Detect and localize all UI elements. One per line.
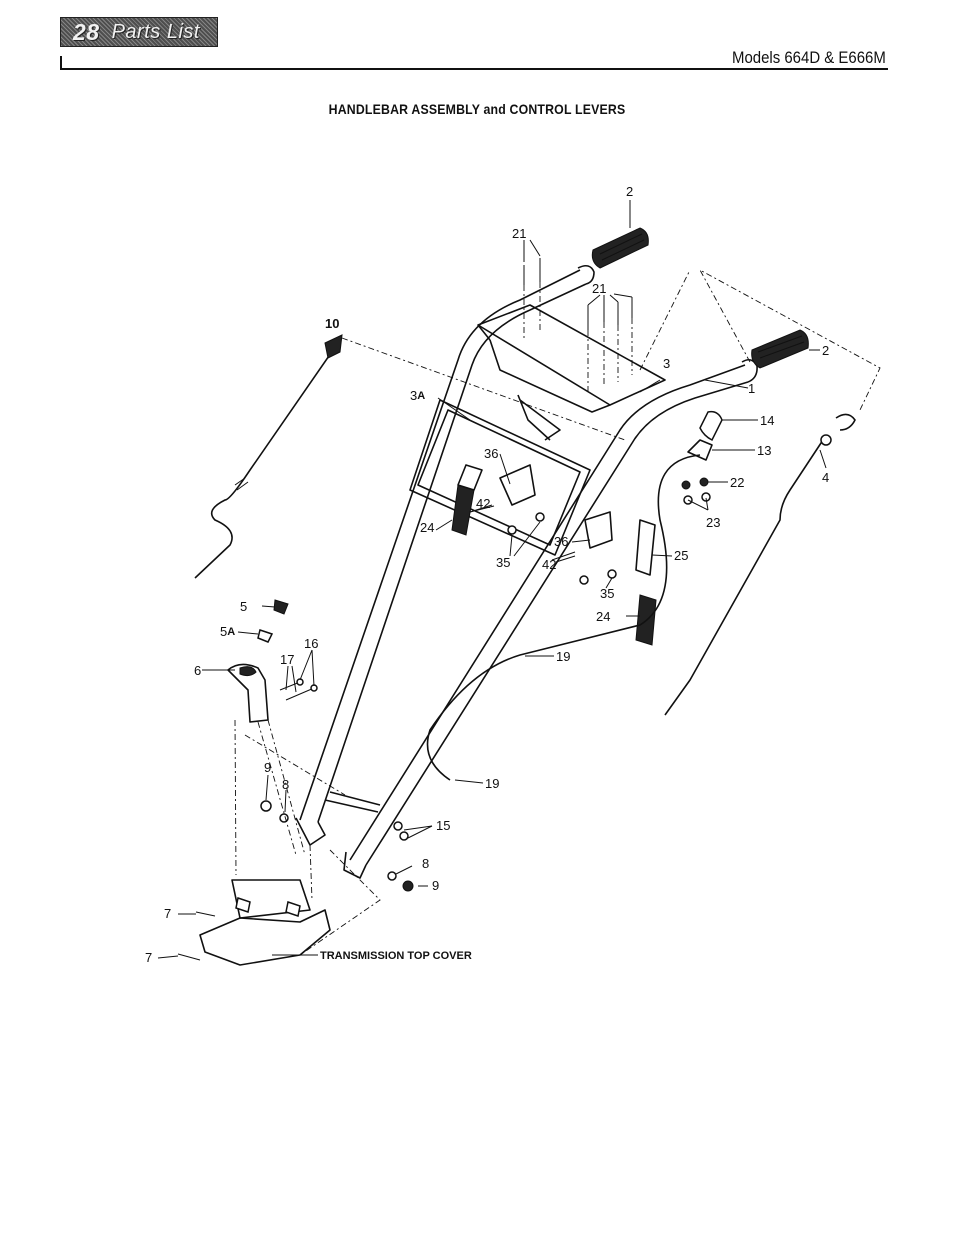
callout-21-mid: 21 (592, 281, 606, 296)
callout-15: 15 (436, 818, 450, 833)
callout-13: 13 (757, 443, 771, 458)
callout-14: 14 (760, 413, 774, 428)
cable-19 (426, 454, 701, 781)
section-name: Parts List (111, 20, 200, 43)
lever-25 (635, 519, 656, 576)
grip-left-2 (591, 227, 649, 269)
transmission-top-cover-label: TRANSMISSION TOP COVER (320, 950, 472, 962)
callout-5: 5 (240, 599, 247, 614)
header-rule (60, 68, 888, 70)
callout-10: 10 (325, 316, 339, 331)
cable-10 (194, 334, 343, 579)
callout-42-right: 42 (542, 557, 556, 572)
callout-36-right: 36 (554, 534, 568, 549)
cable-4 (664, 413, 856, 716)
header-rule-tick (60, 56, 62, 70)
callout-8-right: 8 (422, 856, 429, 871)
leader-lines (157, 200, 827, 959)
callout-9-left: 9 (264, 760, 271, 775)
brackets-36 (499, 464, 613, 549)
callout-35-left: 35 (496, 555, 510, 570)
page-number: 28 (73, 18, 100, 45)
callout-36-left: 36 (484, 446, 498, 461)
bracket-6 (227, 599, 318, 723)
callout-25: 25 (674, 548, 688, 563)
callout-5a: 5A (220, 624, 235, 639)
control-panel-3a (409, 394, 591, 556)
bolts-21 (523, 258, 633, 395)
callout-6: 6 (194, 663, 201, 678)
callout-2-top: 2 (626, 184, 633, 199)
hardware-8-9-15 (260, 800, 414, 892)
callout-24-right: 24 (596, 609, 610, 624)
callout-24-left: 24 (420, 520, 434, 535)
callout-4: 4 (822, 470, 829, 485)
callout-8-left: 8 (282, 777, 289, 792)
callout-42-left: 42 (476, 496, 490, 511)
lever-24-left (451, 464, 483, 536)
grip-right-2 (751, 329, 809, 369)
transmission-top-cover (177, 879, 331, 966)
callout-19-upper: 19 (556, 649, 570, 664)
page-badge: 28 Parts List (60, 17, 218, 47)
callout-2-right: 2 (822, 343, 829, 358)
callout-3a: 3A (410, 388, 425, 403)
handlebar-frame (295, 264, 758, 879)
callout-21-top: 21 (512, 226, 526, 241)
callout-9-right: 9 (432, 878, 439, 893)
models-label: Models 664D & E666M (732, 48, 886, 67)
callout-19-lower: 19 (485, 776, 499, 791)
callout-3: 3 (663, 356, 670, 371)
callout-7-lower: 7 (145, 950, 152, 965)
guide-lines (234, 268, 881, 956)
callout-22: 22 (730, 475, 744, 490)
callout-35-right: 35 (600, 586, 614, 601)
page-title: HANDLEBAR ASSEMBLY and CONTROL LEVERS (328, 101, 626, 117)
callout-7-upper: 7 (164, 906, 171, 921)
callout-23: 23 (706, 515, 720, 530)
callout-16: 16 (304, 636, 318, 651)
callout-1: 1 (748, 381, 755, 396)
callout-17: 17 (280, 652, 294, 667)
callouts: 2 21 21 10 2 3 1 3A 14 13 36 4 22 42 23 … (145, 184, 829, 965)
